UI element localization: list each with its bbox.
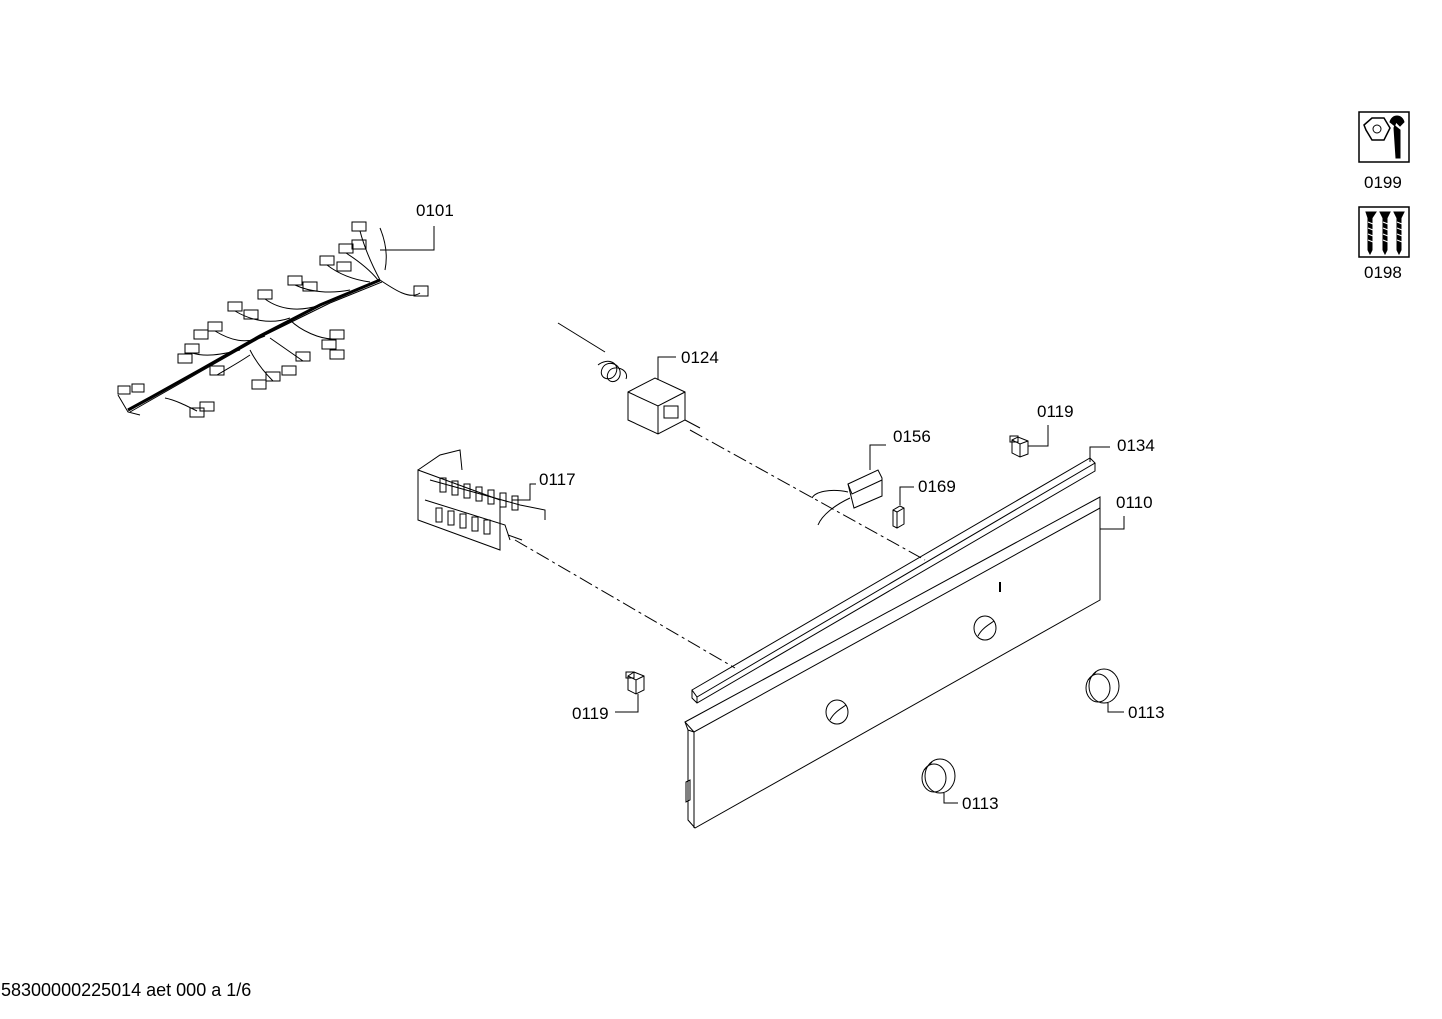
leader-0169 <box>899 486 914 505</box>
leader-0156 <box>869 444 886 470</box>
knob-part-right[interactable] <box>1085 668 1120 704</box>
label-0119-bottom: 0119 <box>572 704 609 723</box>
label-0113-bottom: 0113 <box>962 794 999 813</box>
leader-0113-right <box>1107 703 1124 713</box>
leader-0101 <box>380 226 435 251</box>
label-0113-right: 0113 <box>1128 703 1165 722</box>
thermostat-part[interactable] <box>557 322 701 435</box>
label-0117: 0117 <box>539 470 576 489</box>
knob-part-bottom[interactable] <box>921 758 956 794</box>
leader-0119-bottom <box>615 694 639 713</box>
label-0119-top: 0119 <box>1037 402 1074 421</box>
screws-icon[interactable] <box>1358 206 1410 258</box>
leader-0117 <box>512 483 536 501</box>
wiring-harness-part[interactable] <box>117 221 429 418</box>
label-0124: 0124 <box>681 348 719 367</box>
label-0156: 0156 <box>893 427 931 446</box>
selector-switch-part[interactable] <box>417 449 546 551</box>
icon-caption-0199: 0199 <box>1364 173 1402 192</box>
wrench-nut-icon[interactable] <box>1358 111 1410 163</box>
clip-part-bottom[interactable] <box>625 671 645 695</box>
icon-caption-0198: 0198 <box>1364 263 1402 282</box>
control-panel-part[interactable] <box>684 496 1101 829</box>
cable-connector-part[interactable] <box>811 469 883 526</box>
label-0110: 0110 <box>1116 493 1153 512</box>
small-block-part[interactable] <box>892 505 905 529</box>
trim-strip-part[interactable] <box>691 457 1096 704</box>
document-footer: 58300000225014 aet 000 a 1/6 <box>1 980 252 1000</box>
leader-0134 <box>1089 446 1110 462</box>
leader-0113-bottom <box>943 793 958 804</box>
axis-line-selector <box>514 539 736 669</box>
clip-part-top[interactable] <box>1009 435 1029 458</box>
axis-line-thermostat <box>689 429 926 561</box>
label-0169: 0169 <box>918 477 956 496</box>
leader-0110 <box>1100 516 1125 530</box>
leader-0124 <box>657 356 676 380</box>
leader-0119-top <box>1028 425 1049 447</box>
label-0134: 0134 <box>1117 436 1155 455</box>
label-0101: 0101 <box>416 201 454 220</box>
